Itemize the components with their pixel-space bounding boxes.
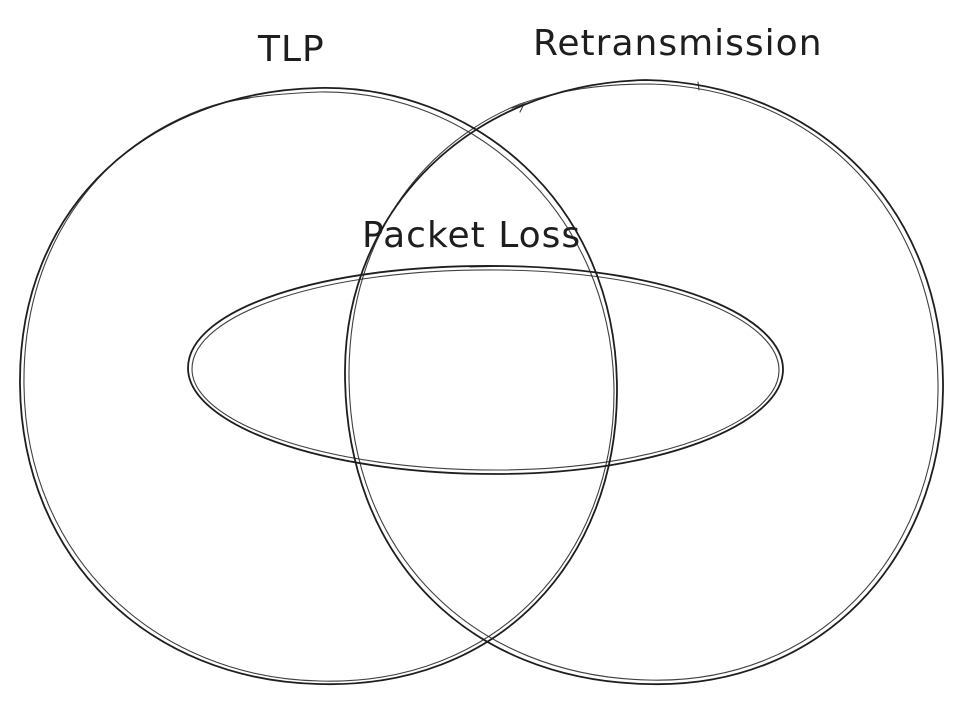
tlp-circle[interactable] (19, 87, 618, 685)
retransmission-circle[interactable] (344, 79, 944, 685)
tlp-label: TLP (258, 29, 325, 70)
retransmission-label: Retransmission (533, 23, 823, 64)
packet-loss-label: Packet Loss (362, 215, 582, 256)
packet-loss-ellipse[interactable] (187, 265, 784, 475)
